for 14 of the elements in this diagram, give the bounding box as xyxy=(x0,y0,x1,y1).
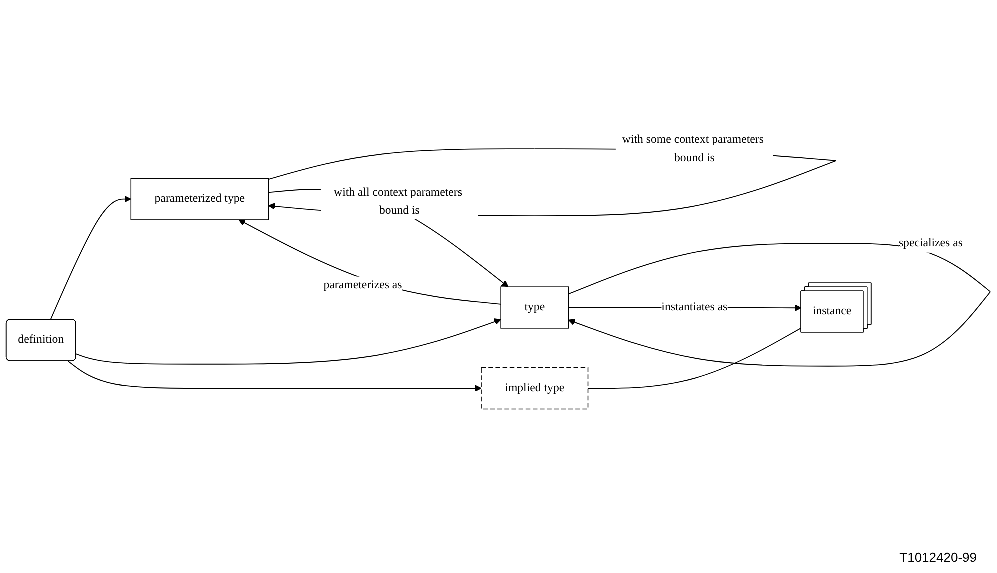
node-box: parameterized type xyxy=(130,178,270,220)
edge-label: instantiates as xyxy=(662,300,728,314)
edge-label: specializes as xyxy=(898,236,963,250)
node-box: type xyxy=(500,286,570,329)
edge-label: with some context parameters bound is xyxy=(622,133,764,164)
connector xyxy=(588,327,802,389)
node-box: implied type xyxy=(481,367,589,410)
arrow xyxy=(68,360,482,392)
arrow xyxy=(238,219,502,305)
arrow xyxy=(76,318,502,365)
arrow xyxy=(50,196,132,320)
edge-label: parameterizes as xyxy=(324,278,402,292)
edge-label: with all context parameters bound is xyxy=(334,186,462,217)
figure-code: T1012420-99 xyxy=(900,550,977,565)
